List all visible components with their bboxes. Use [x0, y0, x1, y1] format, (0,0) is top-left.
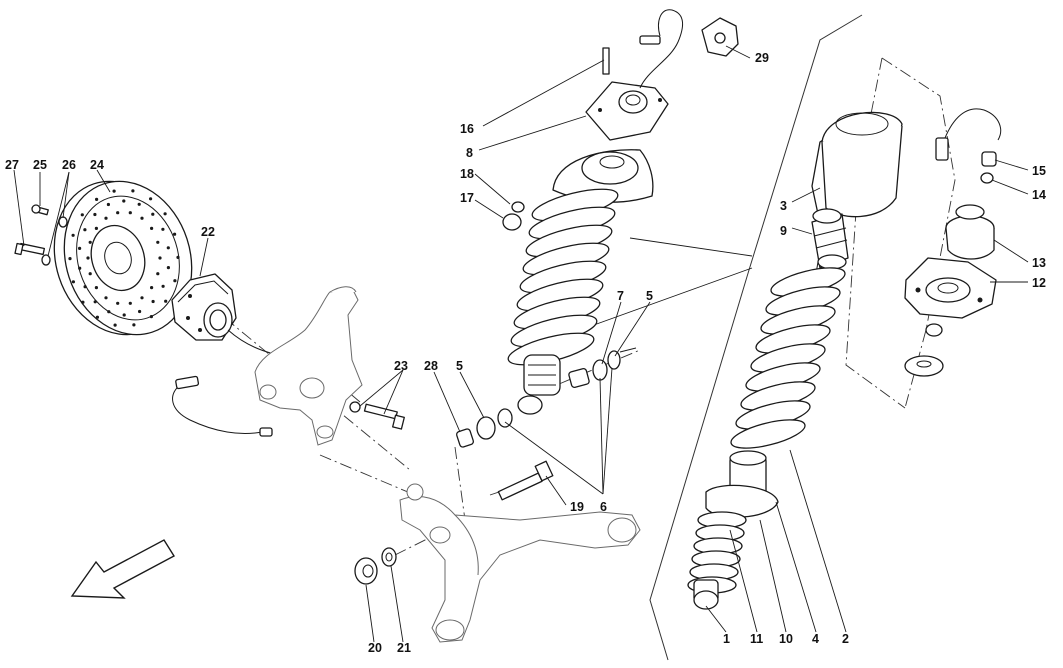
callout-11: 11	[750, 632, 763, 646]
abs-sensor-cable	[172, 329, 291, 437]
callout-3: 3	[780, 199, 787, 213]
callout-5-lower: 5	[456, 359, 463, 373]
callout-2: 2	[842, 632, 849, 646]
callout-8: 8	[466, 146, 473, 160]
callout-24: 24	[90, 158, 104, 172]
upper-mount-plate	[585, 47, 669, 141]
coil-spring	[730, 261, 846, 449]
front-direction-arrow-icon	[70, 539, 175, 599]
callout-14: 14	[1032, 188, 1046, 202]
sensor-harness	[639, 9, 739, 89]
top-mount-washer	[980, 151, 997, 184]
top-mount-exploded-frame	[845, 57, 956, 409]
coilover-exploded-frame	[579, 14, 863, 661]
callout-22: 22	[201, 225, 215, 239]
sensor-lead	[935, 108, 1002, 161]
callout-20: 20	[368, 641, 382, 655]
wishbone-nut	[354, 557, 378, 585]
wheel-hub	[171, 273, 237, 341]
wheel-stud	[14, 242, 46, 256]
callout-1: 1	[723, 632, 730, 646]
callout-6: 6	[600, 500, 607, 514]
callout-13: 13	[1032, 256, 1046, 270]
lower-wishbone	[399, 483, 641, 643]
callout-23: 23	[394, 359, 408, 373]
callout-18: 18	[460, 167, 474, 181]
callout-4: 4	[812, 632, 819, 646]
assembled-coilover	[507, 149, 654, 415]
top-mount-bush	[945, 204, 995, 260]
steering-knuckle	[254, 286, 363, 446]
lower-washer	[904, 323, 944, 377]
bump-stop	[811, 208, 849, 270]
callout-17: 17	[460, 191, 474, 205]
disc-washer	[41, 216, 68, 266]
shock-absorber	[687, 450, 779, 610]
callout-21: 21	[397, 641, 411, 655]
callout-29: 29	[755, 51, 769, 65]
top-nut	[502, 201, 525, 231]
shock-upper-bush	[568, 347, 637, 389]
callout-10: 10	[779, 632, 793, 646]
callout-26: 26	[62, 158, 76, 172]
callout-27: 27	[5, 158, 19, 172]
coil-spring-exploded	[730, 267, 846, 449]
callout-12: 12	[1032, 276, 1046, 290]
callout-25: 25	[33, 158, 47, 172]
callout-labels: 27 25 26 24 22 16 8 18 17 29 3 9 15 14 1…	[5, 51, 1046, 655]
leader-lines	[13, 45, 1029, 643]
callout-19: 19	[570, 500, 584, 514]
callout-5-upper: 5	[646, 289, 653, 303]
bump-stop-boot	[811, 111, 903, 218]
callout-9: 9	[780, 224, 787, 238]
wishbone-washer	[381, 547, 397, 567]
shock-lower-bolt	[497, 460, 554, 501]
top-mount	[904, 257, 997, 319]
disc-cross-drilling	[68, 189, 180, 327]
callout-28: 28	[424, 359, 438, 373]
callout-7: 7	[617, 289, 624, 303]
brake-disc	[53, 180, 193, 336]
callout-15: 15	[1032, 164, 1046, 178]
callout-16: 16	[460, 122, 474, 136]
coil-spring-assembled	[507, 188, 619, 366]
disc-screw	[31, 204, 49, 216]
knuckle-bolt	[349, 401, 405, 430]
shock-lower-bush	[456, 408, 513, 448]
